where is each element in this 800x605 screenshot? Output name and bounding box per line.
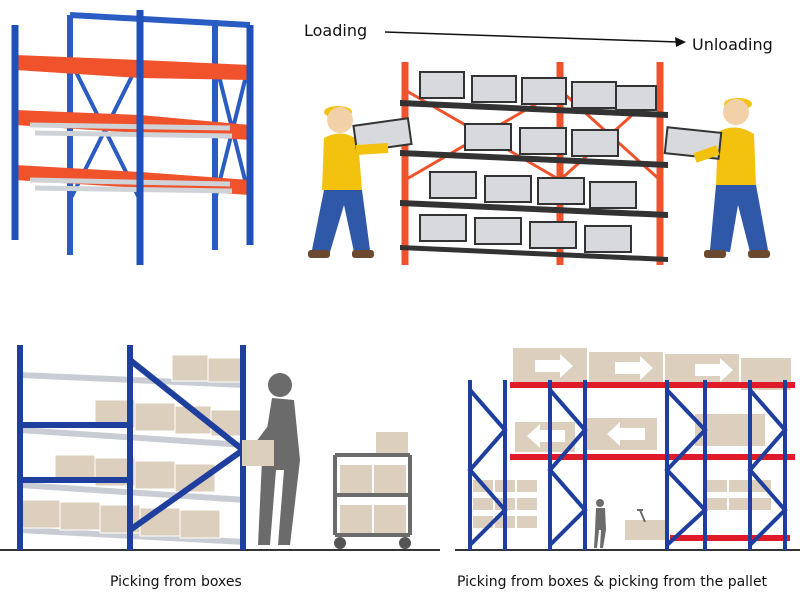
- caption-picking-boxes-and-pallet: Picking from boxes & picking from the pa…: [457, 574, 768, 590]
- unloading-label: Unloading: [692, 35, 773, 54]
- flow-arrow: [384, 31, 679, 43]
- picked-box: [242, 440, 274, 466]
- loading-worker: [308, 106, 413, 258]
- pallet-picker-silhouette: [594, 499, 606, 548]
- picking-boxes-and-pallet-scene: [455, 330, 800, 560]
- picking-cart: [333, 432, 412, 549]
- flow-rack-illustration: [11, 10, 254, 265]
- loading-label: Loading: [304, 21, 367, 40]
- caption-picking-from-boxes: Picking from boxes: [110, 574, 242, 590]
- picking-from-boxes-scene: [0, 330, 440, 560]
- loading-unloading-diagram: Loading Unloading: [290, 0, 800, 290]
- pallet-jack: [637, 509, 646, 523]
- flow-diagram: Loading Unloading: [304, 21, 773, 265]
- pallet-picking-illustration: [455, 348, 800, 551]
- flow-arrowhead: [675, 37, 686, 47]
- picking-boxes-illustration: [0, 345, 440, 551]
- unloading-worker: [663, 98, 770, 258]
- flow-rack-photo: [0, 0, 270, 290]
